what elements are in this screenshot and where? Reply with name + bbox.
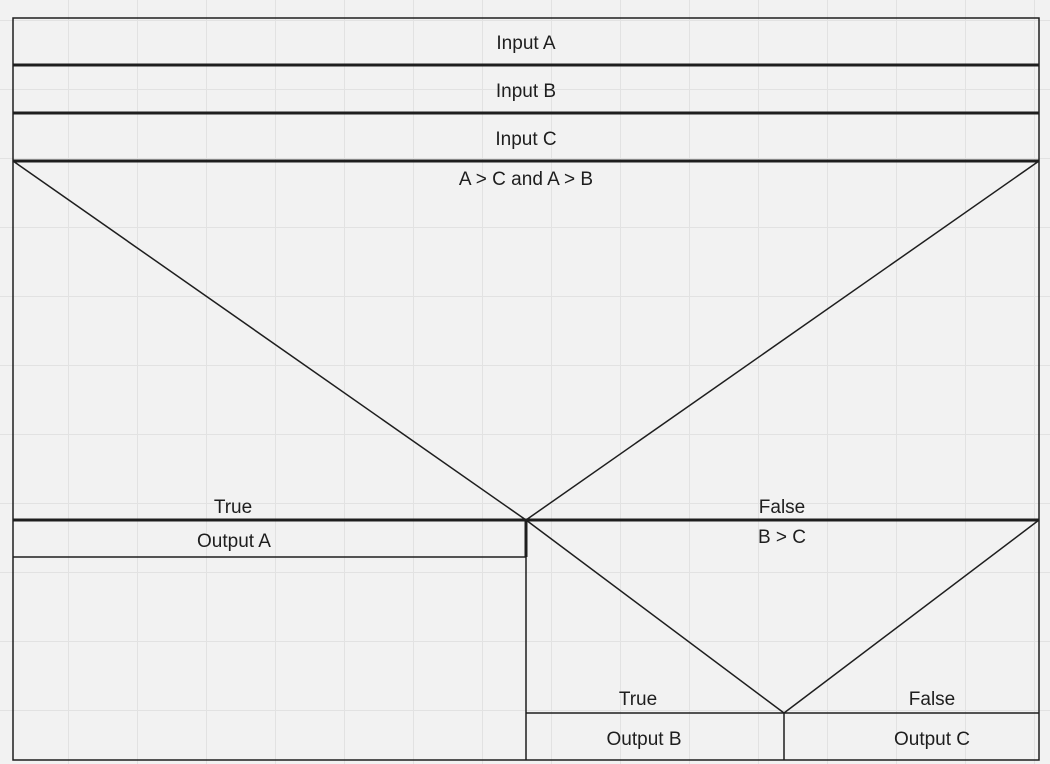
- decision-1-true-label: True: [214, 497, 252, 518]
- decision-1-right-diagonal: [525, 160, 1040, 521]
- decision-1-false-label: False: [759, 497, 805, 518]
- decision-2-condition[interactable]: B > C: [758, 527, 806, 548]
- decision-1-left-diagonal: [12, 160, 527, 521]
- output-a-block[interactable]: Output A: [197, 531, 271, 552]
- decision-1-condition[interactable]: A > C and A > B: [459, 169, 593, 190]
- decision-2-true-label: True: [619, 689, 657, 710]
- output-c-block[interactable]: Output C: [894, 729, 970, 750]
- decision-2-false-label: False: [909, 689, 955, 710]
- input-b-block[interactable]: Input B: [496, 81, 556, 102]
- input-c-block[interactable]: Input C: [495, 129, 556, 150]
- decision-2-left-diagonal: [525, 519, 785, 714]
- output-b-block[interactable]: Output B: [607, 729, 682, 750]
- decision-2-right-diagonal: [783, 519, 1040, 714]
- input-a-block[interactable]: Input A: [496, 33, 555, 54]
